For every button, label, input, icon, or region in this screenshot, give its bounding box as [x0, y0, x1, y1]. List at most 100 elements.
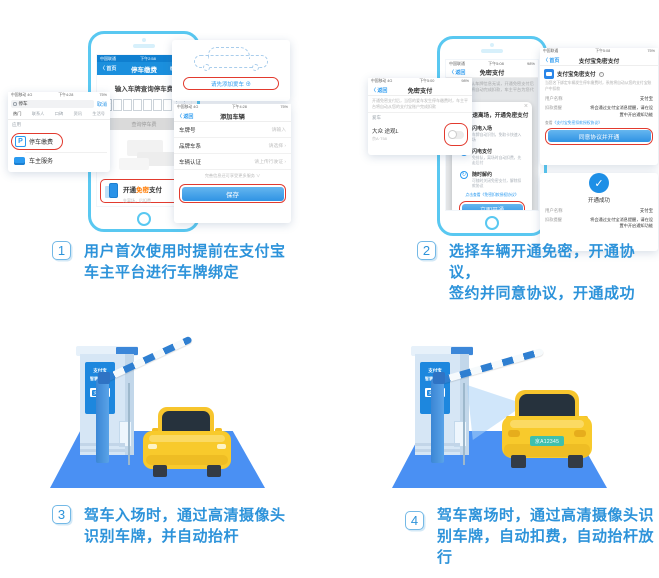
agreement-link[interactable]: 《支付宝免密扣款授权协议》 — [552, 120, 602, 125]
info-icon[interactable]: i — [598, 71, 604, 77]
caption-step-3: 3 驾车入场时，通过高清摄像头 识别车牌，并自动抬杆 — [52, 505, 286, 547]
search-result-parking[interactable]: 停车缴费 — [29, 140, 54, 146]
parking-p-icon: P — [15, 136, 26, 147]
service-description: 当您名下绑定车辆发生停车缴费时，系统将自动从您的支付宝账户中扣款 — [545, 81, 652, 91]
plate-cell[interactable] — [113, 99, 122, 111]
plate-cell[interactable] — [143, 99, 152, 111]
toggle-knob — [448, 130, 457, 139]
car-mirror — [152, 428, 159, 433]
plate-cell[interactable] — [163, 99, 172, 111]
booth-roof-edge — [451, 347, 473, 355]
row-label: 用户名称 — [545, 208, 563, 213]
tab-lifestyle[interactable]: 生活号 — [92, 111, 105, 116]
mianmi-service-icon — [544, 69, 554, 79]
caption-line: 驾车离场时，通过高清摄像头识 — [437, 507, 655, 524]
home-button[interactable] — [485, 216, 499, 230]
open-now-button[interactable]: 立即开通 — [461, 203, 523, 210]
more-info-tip[interactable]: 完善信息还可享受更多服务 ∨ — [204, 173, 261, 178]
alipay-logo-icon: 支 — [92, 389, 99, 396]
row-label: 扣款提醒 — [545, 217, 562, 222]
car-wheel — [207, 465, 221, 477]
mianmi-toggle[interactable] — [448, 130, 464, 139]
banner-text-highlight: 免密 — [136, 186, 149, 194]
caption-line: 行 — [437, 549, 453, 566]
dashed-car-outline — [194, 47, 268, 71]
tab-hot[interactable]: 热门 — [13, 111, 22, 116]
navbar-sign: 〈 首页 支付宝免密支付 — [540, 55, 658, 66]
search-result-owner[interactable]: 车主服务 — [29, 159, 54, 165]
field-vehicle-cert[interactable]: 车辆认证 请上传行驶证 › — [174, 154, 291, 170]
plate-cell[interactable] — [123, 99, 132, 111]
field-label: 车牌号 — [179, 127, 196, 134]
home-button[interactable] — [137, 212, 151, 226]
annotation-ring: 保存 — [179, 184, 286, 203]
close-icon[interactable]: × — [523, 103, 528, 110]
save-button[interactable]: 保存 — [181, 186, 284, 201]
annotation-ring: 立即开通 — [459, 201, 525, 210]
modal-benefit-item: ↻ 随时解约可随时关闭免密支付，解除扣款协议 — [460, 171, 524, 189]
car-wheel — [568, 455, 583, 468]
field-label: 品牌车系 — [179, 143, 202, 150]
status-battery: 75% — [99, 92, 107, 97]
service-title: 支付宝免密支付 — [557, 72, 596, 78]
annotation-ring: 请先添加爱车 ⊕ — [183, 77, 279, 90]
row-value: 支付宝 — [639, 96, 653, 102]
benefit-desc: 车牌自动识别，免取卡快速入场 — [472, 133, 522, 142]
car-wheel — [153, 465, 167, 477]
annotation-ring: P 停车缴费 — [11, 133, 64, 150]
cancel-button[interactable]: 取消 — [96, 101, 107, 108]
open-success-screen: ✓ 开通成功 用户名称 支付宝 扣款提醒 将会通过支付宝消息提醒，请在设置中开启… — [540, 173, 658, 251]
barrier-rest-post — [463, 383, 465, 465]
back-link[interactable]: 〈 首页 — [100, 66, 117, 72]
field-label: 车辆认证 — [179, 159, 202, 166]
back-link[interactable]: 〈 返回 — [371, 87, 388, 94]
car-headlight — [574, 430, 586, 437]
caption-line: 别车牌，自动扣费，自动抬杆放 — [437, 528, 655, 545]
back-link[interactable]: 〈 返回 — [177, 113, 194, 120]
field-plate-number[interactable]: 车牌号 请输入 — [174, 122, 291, 138]
tab-contacts[interactable]: 联系人 — [31, 111, 45, 116]
sign-row-notice: 扣款提醒 将会通过支付宝消息提醒，请在设置中开启通知功能 — [540, 102, 658, 118]
caption-step-4: 4 驾车离场时，通过高清摄像头识 别车牌，自动扣费，自动抬杆放 行 — [405, 505, 654, 568]
row-label: 扣款提醒 — [545, 105, 562, 111]
open-mianmi-banner[interactable]: 开通免密支付 先离场，后扣费 — [100, 179, 188, 203]
section-label-apps: 应用 — [12, 122, 21, 127]
annotation-ring — [444, 123, 468, 146]
agreement-link[interactable]: 点击查看《免密扣款授权协议》 — [465, 193, 519, 197]
search-input[interactable]: 停车 — [11, 100, 94, 108]
agree-prefix: 查看 — [545, 120, 553, 125]
booth-roof — [76, 346, 138, 356]
navbar-add-vehicle: 〈 返回 添加车辆 — [174, 111, 291, 122]
back-link[interactable]: 〈 首页 — [543, 57, 560, 64]
row-value: 支付宝 — [639, 208, 653, 213]
barrier-pole — [431, 379, 444, 463]
caption-step-2: 2 选择车辆开通免密，开通协议， 签约并同意协议，开通成功 — [417, 241, 659, 304]
car-bumper — [504, 444, 590, 457]
tab-news[interactable]: 资讯 — [73, 111, 82, 116]
status-carrier: 中国移动 4G — [11, 92, 33, 97]
add-vehicle-screen: 中国移动 4G 下午4:28 75% 〈 返回 添加车辆 车牌号 请输入 品牌车… — [174, 104, 291, 223]
modal-title: 享受快速离场，开通免密支付 — [455, 113, 529, 119]
car-mirror — [215, 428, 222, 433]
success-text: 开通成功 — [587, 198, 610, 204]
field-brand-series[interactable]: 品牌车系 请选择 › — [174, 138, 291, 154]
agree-open-button[interactable]: 同意协议并开通 — [547, 130, 651, 143]
plate-cell[interactable] — [133, 99, 142, 111]
status-carrier: 中国联通 — [449, 60, 465, 66]
field-placeholder: 请选择 › — [268, 144, 286, 149]
plate-cell[interactable] — [153, 99, 162, 111]
add-car-card: 请先添加爱车 ⊕ — [172, 40, 290, 101]
benefit-label: 闪电支付 — [472, 149, 493, 155]
divider — [25, 152, 107, 153]
tab-koubei[interactable]: 口碑 — [54, 111, 64, 116]
benefit-desc: 可随时关闭免密支付，解除扣款协议 — [472, 179, 522, 188]
query-fee-button[interactable]: 查询停车费 — [102, 118, 186, 130]
add-car-button[interactable]: 请先添加爱车 ⊕ — [210, 81, 252, 88]
dashed-car-roof — [208, 47, 250, 59]
navbar-mianmi-list: 〈 返回 免密支付 — [368, 85, 472, 96]
back-link[interactable]: 〈 返回 — [449, 69, 466, 76]
row-value: 将会通过支付宝消息提醒，请在设置中开启通知功能 — [590, 217, 653, 229]
vehicle-plate: 京A·T58 — [372, 136, 387, 141]
